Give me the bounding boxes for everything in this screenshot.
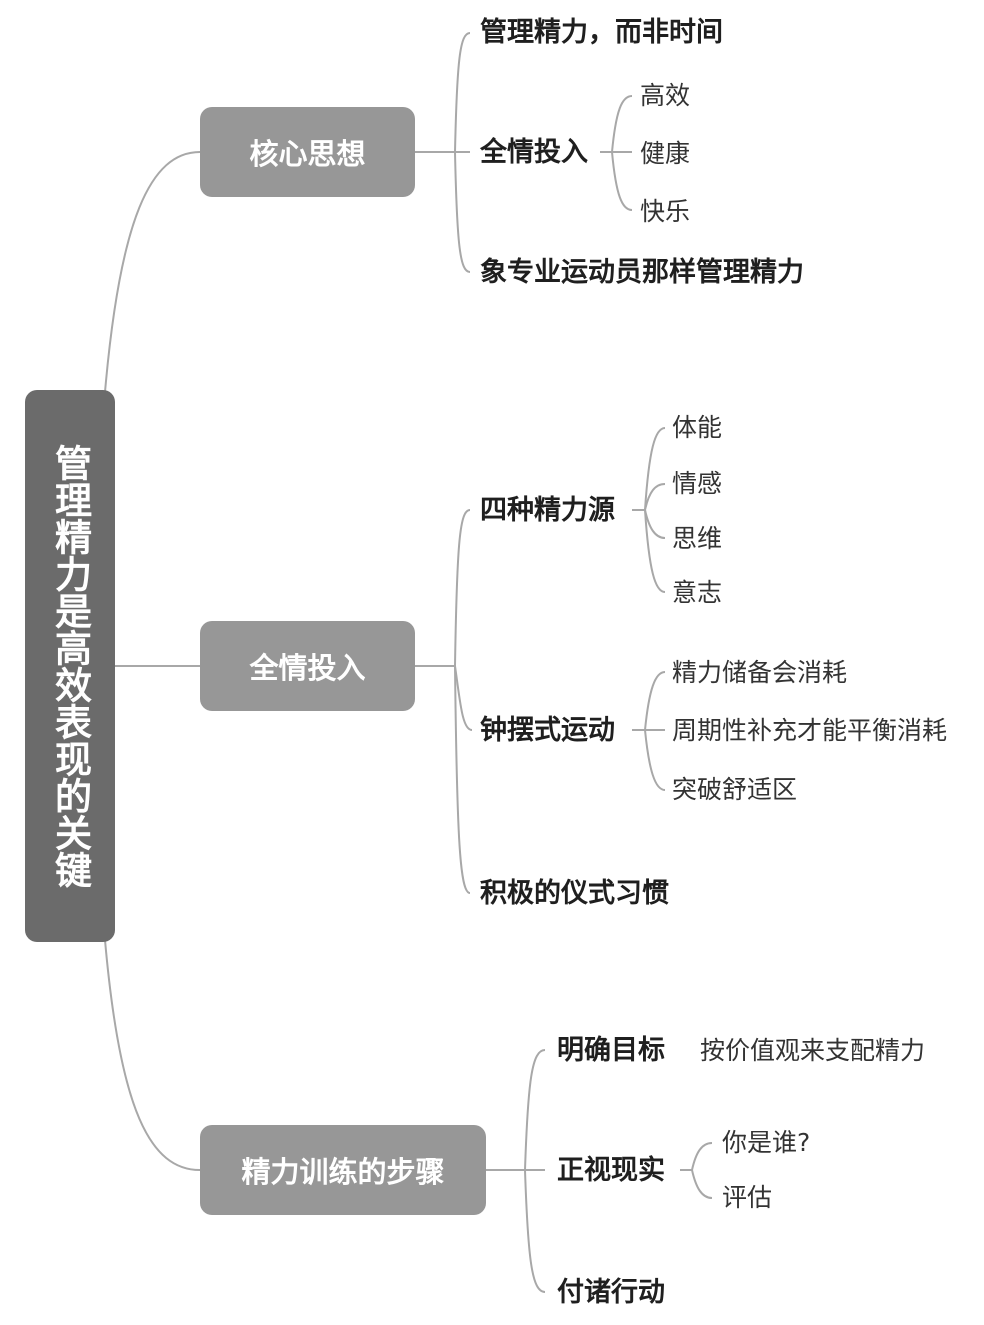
root-label: 管理精力是高效表现的关键 — [48, 444, 92, 888]
connector-b2-c2 — [454, 665, 473, 731]
connector-b1-c1 — [454, 32, 471, 153]
connector-b1c2-1 — [611, 95, 633, 153]
branch-node-core-ideas: 核心思想 — [200, 107, 415, 197]
connector-b2c2-1 — [644, 671, 666, 731]
subtopic-healthy: 健康 — [640, 139, 691, 168]
topic-four-energy-sources: 四种精力源 — [480, 495, 615, 526]
topic-full-engagement: 全情投入 — [480, 137, 588, 168]
subtopic-happy: 快乐 — [640, 197, 691, 226]
topic-pendulum-movement: 钟摆式运动 — [480, 715, 615, 746]
topic-positive-rituals: 积极的仪式习惯 — [480, 878, 669, 909]
subtopic-values-energy: 按价值观来支配精力 — [700, 1036, 926, 1065]
root-node: 管理精力是高效表现的关键 — [25, 390, 115, 942]
subtopic-spiritual: 意志 — [672, 578, 723, 607]
subtopic-periodic-recovery: 周期性补充才能平衡消耗 — [672, 716, 948, 745]
connector-root-branch1 — [104, 151, 201, 393]
topic-manage-energy-not-time: 管理精力，而非时间 — [480, 17, 723, 48]
subtopic-emotional: 情感 — [672, 469, 723, 498]
branch-label: 核心思想 — [249, 137, 366, 171]
connector-b2c1-2 — [644, 483, 666, 511]
connector-b2c1-4 — [644, 509, 666, 593]
topic-face-reality: 正视现实 — [557, 1155, 665, 1186]
topic-take-action: 付诸行动 — [557, 1277, 665, 1308]
branch-node-training-steps: 精力训练的步骤 — [200, 1125, 486, 1215]
connector-b2c1-3 — [644, 509, 666, 539]
subtopic-comfort-zone: 突破舒适区 — [672, 775, 798, 804]
subtopic-efficient: 高效 — [640, 81, 691, 110]
subtopic-who-are-you: 你是谁? — [722, 1128, 811, 1157]
connector-b1-c3 — [454, 151, 471, 273]
connector-b3c2-2 — [691, 1169, 713, 1199]
subtopic-assess: 评估 — [722, 1183, 773, 1212]
topic-define-purpose: 明确目标 — [557, 1035, 665, 1066]
connector-root-branch3 — [104, 939, 201, 1171]
connector-b3-c1 — [524, 1049, 546, 1171]
topic-athlete-energy: 象专业运动员那样管理精力 — [480, 257, 804, 288]
subtopic-mental: 思维 — [672, 524, 723, 553]
subtopic-energy-reserve: 精力储备会消耗 — [672, 658, 848, 687]
branch-node-full-engagement: 全情投入 — [200, 621, 415, 711]
connector-b1c2-3 — [611, 151, 633, 211]
connector-b2-c3 — [454, 665, 471, 894]
branch-label: 精力训练的步骤 — [241, 1155, 445, 1189]
branch-label: 全情投入 — [249, 651, 366, 685]
connector-b3-c3 — [524, 1169, 546, 1293]
connector-b2c2-3 — [644, 729, 666, 791]
connector-b2c1-1 — [644, 427, 666, 511]
connector-b3c2-1 — [691, 1142, 713, 1171]
connector-b2-c1 — [454, 509, 471, 667]
subtopic-physical: 体能 — [672, 413, 723, 442]
